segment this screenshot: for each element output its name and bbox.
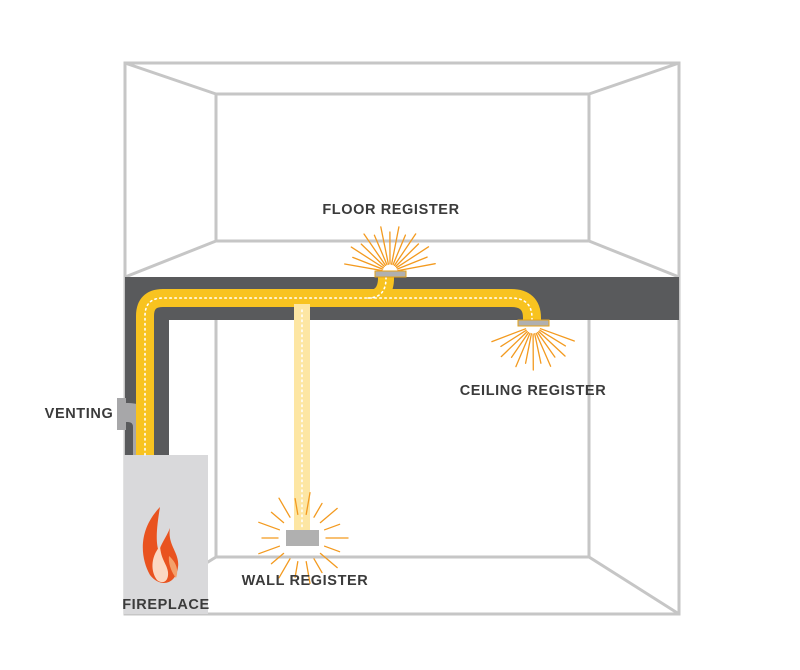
heat-ray <box>323 523 341 531</box>
heat-ray <box>319 552 338 569</box>
heat-ray <box>515 332 531 368</box>
wall-duct <box>294 304 310 531</box>
heat-ray <box>534 333 542 364</box>
heat-ray <box>305 560 311 584</box>
heat-ray <box>313 502 323 518</box>
heat-ray <box>313 558 323 574</box>
floor-register-label: FLOOR REGISTER <box>322 202 459 218</box>
heat-ray <box>536 331 556 358</box>
heat-ray <box>344 263 383 272</box>
heat-ray <box>390 226 400 265</box>
heat-ray <box>395 243 420 268</box>
heat-ray <box>360 243 385 268</box>
fireplace-label: FIREPLACE <box>122 597 210 613</box>
wall-register-label: WALL REGISTER <box>242 573 369 589</box>
heat-ray <box>323 545 341 553</box>
heat-ray <box>380 226 390 265</box>
venting-label: VENTING <box>45 406 114 422</box>
heat-ray <box>373 234 388 266</box>
fireplace-unit <box>124 455 208 614</box>
ceiling-register-heat-rays-icon <box>491 328 575 371</box>
heat-ray <box>393 233 417 267</box>
heat-ray <box>500 330 528 358</box>
heat-ray <box>539 328 575 342</box>
wall-register-grille <box>286 530 319 546</box>
heat-ray <box>397 263 436 272</box>
heat-ray <box>491 328 527 343</box>
heat-ray <box>539 329 567 347</box>
heat-ray <box>294 560 299 579</box>
floor-register-grille <box>374 270 407 278</box>
heat-ray <box>319 507 338 524</box>
heat-duct <box>136 272 541 456</box>
heat-ray <box>350 246 384 269</box>
heat-ray <box>363 233 387 267</box>
ceiling-register-grille <box>517 319 550 327</box>
heat-ray <box>294 497 299 516</box>
heat-ray <box>538 330 566 357</box>
heat-ray <box>270 511 285 524</box>
heat-ray <box>270 552 285 565</box>
heat-ray <box>510 331 530 359</box>
room-wireframe <box>123 61 681 616</box>
heat-ray <box>258 545 281 555</box>
heat-ray <box>352 256 384 270</box>
heat-ray <box>278 497 291 518</box>
heat-ray <box>392 234 407 266</box>
heat-ray <box>535 332 552 367</box>
ceiling-register-label: CEILING REGISTER <box>460 383 607 399</box>
wall-register-heat-rays-icon <box>258 492 349 584</box>
upper-back-wall <box>214 92 591 243</box>
heat-ray <box>278 558 291 579</box>
outer-wall-outline <box>123 61 681 616</box>
heat-ray <box>524 333 533 364</box>
heat-ray <box>396 246 430 269</box>
heat-ray <box>396 256 428 270</box>
heat-ray <box>258 521 281 531</box>
heat-ray <box>305 492 311 516</box>
flame-icon <box>142 507 179 583</box>
heat-ray <box>500 329 527 348</box>
floor-register-heat-rays-icon <box>344 226 436 272</box>
